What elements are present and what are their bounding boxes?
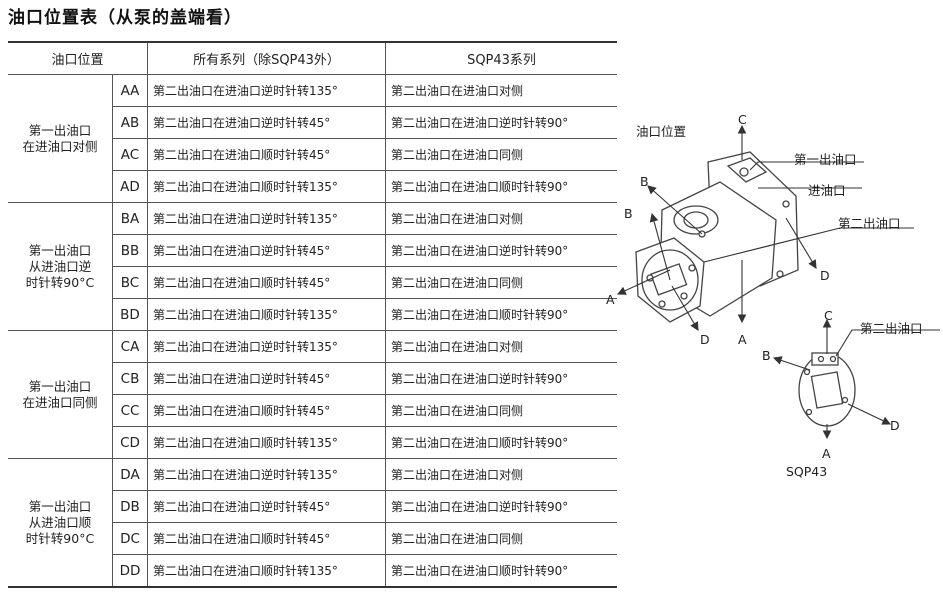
all-series-cell: 第二出油口在进油口逆时针转45°: [147, 490, 386, 523]
first-outlet-label: 第一出油口: [794, 152, 857, 167]
table-row: AC 第二出油口在进油口顺时针转45° 第二出油口在进油口同侧: [8, 138, 617, 171]
sqp43-cell: 第二出油口在进油口同侧: [385, 522, 617, 555]
all-series-cell: 第二出油口在进油口顺时针转45°: [147, 394, 386, 427]
port-code: CC: [112, 394, 148, 427]
port-code: AB: [112, 106, 148, 139]
group-label-cell: 第一出油口 在进油口对侧: [8, 74, 113, 203]
sqp43-cell: 第二出油口在进油口顺时针转90°: [385, 170, 617, 203]
diagram-title: 油口位置: [636, 124, 687, 139]
group-label: 第一出油口 从进油口逆 时针转90°C: [25, 242, 95, 290]
port-code: BD: [112, 298, 148, 331]
sqp43-cell: 第二出油口在进油口同侧: [385, 394, 617, 427]
inlet-label: 进油口: [808, 183, 846, 198]
sqp43-cell: 第二出油口在进油口逆时针转90°: [385, 106, 617, 139]
sqp43-pump-drawing: [798, 352, 856, 427]
table-row: BD 第二出油口在进油口顺时针转135° 第二出油口在进油口顺时针转90°: [8, 298, 617, 331]
all-series-cell: 第二出油口在进油口顺时针转45°: [147, 266, 386, 299]
all-series-cell: 第二出油口在进油口顺时针转135°: [147, 298, 386, 331]
group-label: 第一出油口 从进油口顺 时针转90°C: [25, 498, 95, 546]
table-row: CD 第二出油口在进油口顺时针转135° 第二出油口在进油口顺时针转90°: [8, 426, 617, 459]
all-series-cell: 第二出油口在进油口逆时针转45°: [147, 362, 386, 395]
table-row: AB 第二出油口在进油口逆时针转45° 第二出油口在进油口逆时针转90°: [8, 106, 617, 139]
direction-label-a: A: [606, 292, 615, 307]
sqp43-cell: 第二出油口在进油口逆时针转90°: [385, 362, 617, 395]
group-label: 第一出油口 在进油口对侧: [22, 122, 98, 154]
port-code: DA: [112, 458, 148, 491]
header-all-series: 所有系列（除SQP43外）: [147, 41, 386, 75]
direction-label-a-2: A: [738, 332, 747, 347]
sqp43-cell: 第二出油口在进油口顺时针转90°: [385, 298, 617, 331]
table-row: 第一出油口 从进油口逆 时针转90°C BA 第二出油口在进油口逆时针转135°…: [8, 202, 617, 331]
table-row: BB 第二出油口在进油口逆时针转45° 第二出油口在进油口逆时针转90°: [8, 234, 617, 267]
group-label-cell: 第一出油口 从进油口逆 时针转90°C: [8, 202, 113, 331]
all-series-cell: 第二出油口在进油口逆时针转45°: [147, 106, 386, 139]
table-row: DC 第二出油口在进油口顺时针转45° 第二出油口在进油口同侧: [8, 522, 617, 555]
direction-label-d-2: D: [700, 332, 710, 347]
sqp43-caption: SQP43: [786, 464, 828, 479]
all-series-cell: 第二出油口在进油口顺时针转135°: [147, 426, 386, 459]
port-code: CA: [112, 330, 148, 363]
sqp43-cell: 第二出油口在进油口顺时针转90°: [385, 554, 617, 588]
port-code: AC: [112, 138, 148, 171]
port-code: DC: [112, 522, 148, 555]
direction-label-c: C: [738, 112, 747, 127]
main-direction-arrows: [617, 124, 914, 331]
port-position-table: 油口位置 所有系列（除SQP43外） SQP43系列 第一出油口 在进油口对侧 …: [8, 41, 617, 588]
all-series-cell: 第二出油口在进油口顺时针转45°: [147, 138, 386, 171]
second-outlet-label: 第二出油口: [838, 216, 901, 231]
all-series-cell: 第二出油口在进油口顺时针转45°: [147, 522, 386, 555]
direction-label-b-2: B: [624, 206, 633, 221]
port-code: DB: [112, 490, 148, 523]
port-code: DD: [112, 554, 148, 588]
table-row: DB 第二出油口在进油口逆时针转45° 第二出油口在进油口逆时针转90°: [8, 490, 617, 523]
sqp43-direction-arrows: [772, 318, 940, 440]
port-code: BA: [112, 202, 148, 235]
header-sqp43-series: SQP43系列: [385, 41, 617, 75]
table-row: BC 第二出油口在进油口顺时针转45° 第二出油口在进油口同侧: [8, 266, 617, 299]
table-header-row: 油口位置 所有系列（除SQP43外） SQP43系列: [8, 41, 617, 75]
table-row: 第一出油口 从进油口顺 时针转90°C DA 第二出油口在进油口逆时针转135°…: [8, 458, 617, 588]
port-code: BB: [112, 234, 148, 267]
sqp43-cell: 第二出油口在进油口对侧: [385, 74, 617, 107]
sqp43-direction-label-d: D: [890, 418, 900, 433]
group-label-cell: 第一出油口 从进油口顺 时针转90°C: [8, 458, 113, 588]
sqp43-direction-label-a: A: [822, 446, 831, 461]
port-code: AD: [112, 170, 148, 203]
all-series-cell: 第二出油口在进油口逆时针转135°: [147, 202, 386, 235]
sqp43-direction-label-b: B: [762, 348, 771, 363]
sqp43-cell: 第二出油口在进油口逆时针转90°: [385, 234, 617, 267]
main-pump-drawing: [635, 151, 799, 323]
sqp43-cell: 第二出油口在进油口同侧: [385, 138, 617, 171]
all-series-cell: 第二出油口在进油口逆时针转135°: [147, 74, 386, 107]
table-row: CC 第二出油口在进油口顺时针转45° 第二出油口在进油口同侧: [8, 394, 617, 427]
sqp43-cell: 第二出油口在进油口对侧: [385, 202, 617, 235]
sqp43-cell: 第二出油口在进油口对侧: [385, 458, 617, 491]
port-code: CD: [112, 426, 148, 459]
page-title: 油口位置表（从泵的盖端看）: [8, 8, 242, 28]
header-port-position: 油口位置: [8, 41, 148, 75]
sqp43-cell: 第二出油口在进油口对侧: [385, 330, 617, 363]
table-row: DD 第二出油口在进油口顺时针转135° 第二出油口在进油口顺时针转90°: [8, 554, 617, 588]
sqp43-cell: 第二出油口在进油口逆时针转90°: [385, 490, 617, 523]
direction-label-d: D: [820, 268, 830, 283]
port-code: AA: [112, 74, 148, 107]
table-row: 第一出油口 在进油口对侧 AA 第二出油口在进油口逆时针转135° 第二出油口在…: [8, 74, 617, 203]
direction-label-b: B: [640, 174, 649, 189]
all-series-cell: 第二出油口在进油口逆时针转135°: [147, 330, 386, 363]
all-series-cell: 第二出油口在进油口逆时针转135°: [147, 458, 386, 491]
sqp43-cell: 第二出油口在进油口同侧: [385, 266, 617, 299]
port-code: CB: [112, 362, 148, 395]
all-series-cell: 第二出油口在进油口顺时针转135°: [147, 554, 386, 588]
sqp43-direction-label-c: C: [824, 308, 833, 323]
all-series-cell: 第二出油口在进油口逆时针转45°: [147, 234, 386, 267]
pump-port-diagram: [617, 124, 940, 440]
group-label: 第一出油口 在进油口同侧: [22, 378, 98, 410]
sqp43-cell: 第二出油口在进油口顺时针转90°: [385, 426, 617, 459]
table-row: CB 第二出油口在进油口逆时针转45° 第二出油口在进油口逆时针转90°: [8, 362, 617, 395]
group-label-cell: 第一出油口 在进油口同侧: [8, 330, 113, 459]
all-series-cell: 第二出油口在进油口顺时针转135°: [147, 170, 386, 203]
sqp43-second-outlet-label: 第二出油口: [860, 321, 923, 336]
table-row: 第一出油口 在进油口同侧 CA 第二出油口在进油口逆时针转135° 第二出油口在…: [8, 330, 617, 459]
port-code: BC: [112, 266, 148, 299]
